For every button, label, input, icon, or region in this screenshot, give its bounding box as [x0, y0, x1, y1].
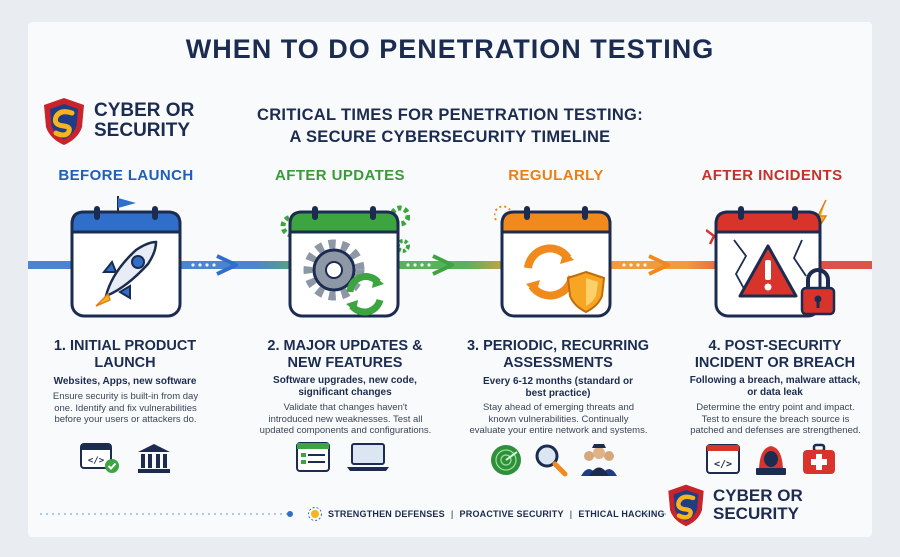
step-2-subtitle: Software upgrades, new code, significant… — [240, 375, 450, 399]
step-2-subtitle-line-2: significant changes — [298, 387, 392, 398]
calendar-gear-refresh-icon — [280, 205, 410, 318]
magnifier-icon — [535, 444, 568, 477]
footer-separator-1: | — [450, 509, 454, 519]
footer-circuit-line — [40, 511, 668, 517]
svg-text:</>: </> — [88, 456, 105, 466]
step-3-subtitle-line-2: best practice) — [525, 388, 591, 399]
shield-logo-icon — [668, 484, 704, 527]
step-1-desc-line-3: before your users or attackers do. — [54, 414, 197, 425]
step-4-subtitle-line-2: or data leak — [747, 387, 803, 398]
first-aid-kit-icon — [803, 443, 835, 474]
step-3-desc-line-2: known vulnerabilities. Continually — [488, 413, 629, 425]
bank-building-icon — [138, 444, 170, 473]
subtitle-line-2: A SECURE CYBERSECURITY TIMELINE — [289, 128, 611, 146]
step-1-subtitle-line-1: Websites, Apps, new software — [53, 376, 197, 387]
page-title: WHEN TO DO PENETRATION TESTING — [185, 34, 715, 64]
brand-logo-top: CYBER OR SECURITY — [38, 95, 194, 147]
phase-label-regularly: REGULARLY — [508, 167, 604, 184]
step-2-desc-line-2: introduced new weaknesses. Test all — [268, 413, 423, 425]
brand-logo-bottom: CYBER OR SECURITY — [663, 482, 803, 528]
logo-line-1: CYBER OR — [94, 100, 195, 122]
logo-bottom-line-1: CYBER OR — [713, 486, 803, 506]
step-2-desc-line-1: Validate that changes haven't — [283, 402, 408, 413]
step-2-description: Validate that changes haven't introduced… — [243, 402, 448, 437]
step-3-icons — [490, 442, 618, 478]
step-1-title: 1. INITIAL PRODUCT LAUNCH — [20, 338, 230, 372]
step-2-title-line-2: NEW FEATURES — [287, 355, 403, 371]
step-2-title: 2. MAJOR UPDATES & NEW FEATURES — [240, 338, 450, 372]
step-3-subtitle: Every 6-12 months (standard or best prac… — [453, 376, 663, 400]
phase-label-after-updates: AFTER UPDATES — [275, 167, 405, 184]
step-1-title-line-1: 1. INITIAL PRODUCT — [53, 338, 197, 354]
arrow-head-green-icon — [432, 254, 454, 276]
subtitle-line-1: CRITICAL TIMES FOR PENETRATION TESTING: — [256, 106, 643, 124]
step-1-subtitle: Websites, Apps, new software — [20, 376, 230, 388]
radar-icon — [491, 445, 521, 475]
footer-tags: STRENGTHEN DEFENSES | PROACTIVE SECURITY… — [308, 507, 687, 521]
bulb-icon — [308, 507, 322, 521]
step-4-desc-line-3: patched and defenses are strengthened. — [690, 425, 861, 436]
calendar-recurring-shield-icon — [494, 205, 612, 318]
logo-line-2: SECURITY — [94, 120, 191, 141]
footer-tag-strengthen-defenses: STRENGTHEN DEFENSES — [328, 509, 445, 519]
step-4-desc-line-2: Test to ensure the breach source is — [701, 413, 850, 425]
logo-bottom-line-2: SECURITY — [713, 504, 799, 523]
step-3-description: Stay ahead of emerging threats and known… — [456, 402, 661, 437]
subtitle: CRITICAL TIMES FOR PENETRATION TESTING: … — [210, 104, 690, 148]
update-list-icon — [296, 442, 330, 472]
laptop-icon — [347, 443, 389, 471]
step-1-description: Ensure security is built-in from day one… — [23, 391, 228, 426]
security-team-icon — [581, 444, 617, 476]
step-1-title-line-2: LAUNCH — [94, 355, 156, 371]
hacker-icon — [756, 446, 786, 475]
arrow-head-orange-icon — [648, 254, 670, 276]
step-3-title-line-1: 3. PERIODIC, RECURRING — [466, 338, 650, 354]
step-3-subtitle-line-1: Every 6-12 months (standard or — [482, 376, 634, 387]
footer-separator-2: | — [569, 509, 573, 519]
step-1-desc-line-2: one. Identify and fix vulnerabilities — [54, 402, 197, 414]
step-4-title-line-1: 4. POST-SECURITY — [708, 338, 842, 354]
step-2-subtitle-line-1: Software upgrades, new code, — [273, 375, 417, 386]
step-3-desc-line-3: evaluate your entire network and systems… — [469, 425, 648, 436]
svg-text:</>: </> — [714, 459, 732, 470]
step-2-icons — [296, 442, 390, 472]
shield-logo-icon — [44, 98, 84, 145]
footer-tag-proactive-security: PROACTIVE SECURITY — [459, 509, 564, 519]
arrow-head-blue-icon — [216, 254, 238, 276]
step-4-subtitle: Following a breach, malware attack, or d… — [670, 375, 880, 399]
step-4-description: Determine the entry point and impact. Te… — [673, 402, 878, 437]
calendar-rocket-icon — [70, 196, 182, 318]
step-3-title: 3. PERIODIC, RECURRING ASSESSMENTS — [453, 338, 663, 372]
footer-tag-ethical-hacking: ETHICAL HACKING — [578, 509, 665, 519]
code-window-check-icon: </> — [80, 443, 119, 473]
step-3-title-line-2: ASSESSMENTS — [503, 355, 613, 371]
step-4-title-line-2: INCIDENT OR BREACH — [694, 355, 856, 371]
step-1-icons: </> — [80, 442, 172, 474]
phase-label-after-incidents: AFTER INCIDENTS — [701, 167, 843, 184]
calendar-warning-lock-icon — [706, 199, 836, 318]
step-4-title: 4. POST-SECURITY INCIDENT OR BREACH — [670, 338, 880, 372]
step-4-icons: </> — [706, 442, 836, 476]
phase-label-before-launch: BEFORE LAUNCH — [58, 167, 194, 184]
step-1-desc-line-1: Ensure security is built-in from day — [52, 391, 199, 402]
step-2-desc-line-3: updated components and configurations. — [259, 425, 432, 436]
step-3-desc-line-1: Stay ahead of emerging threats and — [482, 402, 635, 413]
code-window-icon: </> — [706, 444, 740, 474]
step-4-desc-line-1: Determine the entry point and impact. — [696, 402, 855, 413]
step-4-subtitle-line-1: Following a breach, malware attack, — [689, 375, 861, 386]
step-2-title-line-1: 2. MAJOR UPDATES & — [267, 338, 423, 354]
